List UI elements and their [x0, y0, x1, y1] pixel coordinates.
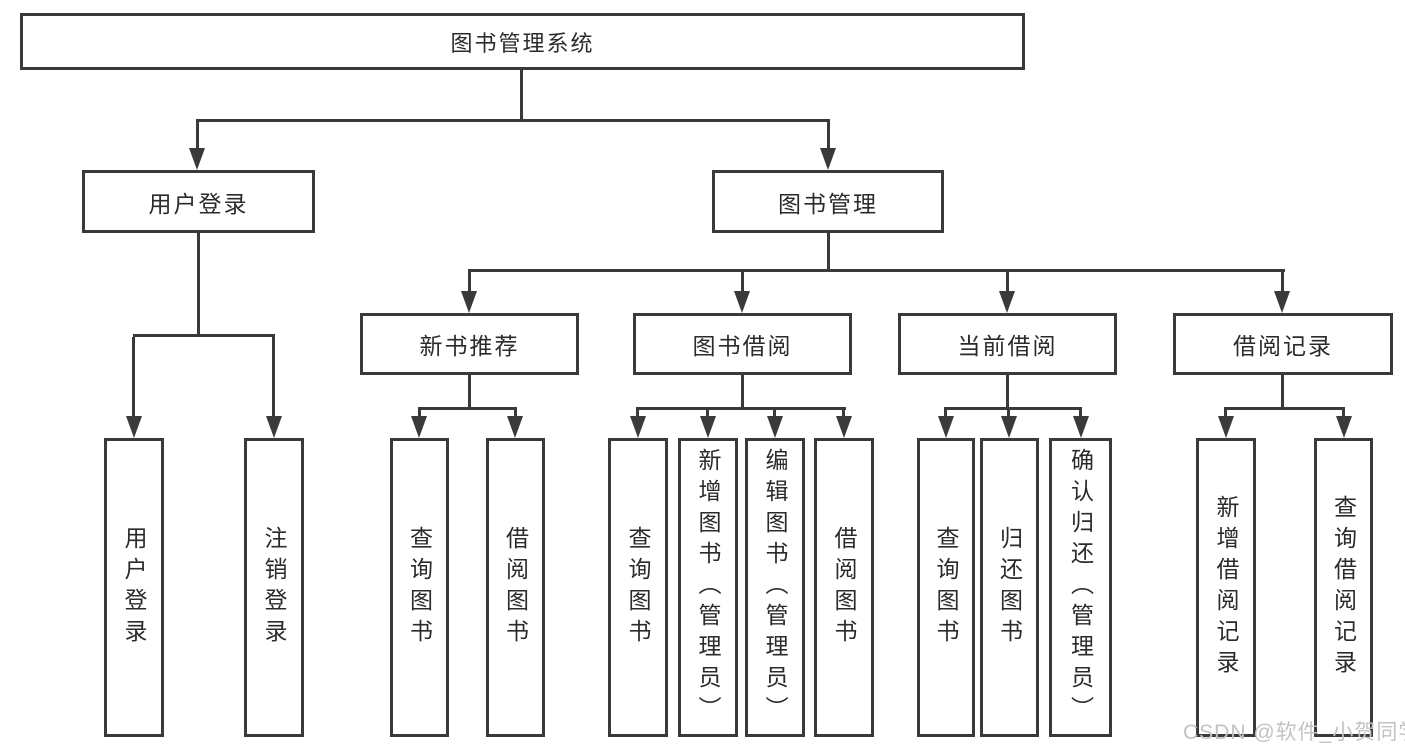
node-label: 查询图书 [933, 525, 959, 650]
arrow-down-icon [507, 416, 523, 438]
arrow-down-icon [700, 416, 716, 438]
arrow-down-icon [411, 416, 427, 438]
connector-line [842, 410, 845, 418]
node-current-borrowing: 当前借阅 [898, 313, 1117, 375]
connector-line [418, 410, 421, 418]
connector-line [773, 410, 776, 418]
connector-line [1224, 410, 1227, 418]
arrow-down-icon [1001, 416, 1017, 438]
arrow-down-icon [1073, 416, 1089, 438]
connector-line [944, 407, 1082, 410]
arrow-down-icon [1336, 416, 1352, 438]
arrow-down-icon [1218, 416, 1234, 438]
connector-line [196, 119, 830, 122]
connector-line [1224, 407, 1345, 410]
connector-line [196, 121, 199, 150]
connector-line [133, 334, 275, 337]
connector-line [741, 375, 744, 410]
connector-line [1281, 375, 1284, 410]
arrow-down-icon [630, 416, 646, 438]
connector-line [741, 272, 744, 293]
arrow-down-icon [461, 291, 477, 313]
node-book-borrowing: 图书借阅 [633, 313, 852, 375]
connector-line [468, 272, 471, 293]
connector-line [944, 410, 947, 418]
node-borrowing-records: 借阅记录 [1173, 313, 1393, 375]
connector-line [1006, 375, 1009, 410]
connector-line [636, 407, 846, 410]
arrow-down-icon [836, 416, 852, 438]
node-label: 当前借阅 [957, 333, 1058, 359]
node-borrow-books-recommend: 借阅图书 [486, 438, 545, 737]
node-book-management: 图书管理 [712, 170, 944, 233]
connector-line [1342, 410, 1345, 418]
node-query-books-current: 查询图书 [917, 438, 975, 737]
connector-line [1079, 410, 1082, 418]
node-label: 确认归还（管理员） [1067, 448, 1094, 727]
connector-line [1006, 272, 1009, 293]
node-edit-books-admin: 编辑图书（管理员） [745, 438, 805, 737]
connector-line [1281, 272, 1284, 293]
arrow-down-icon [126, 416, 142, 438]
node-label: 注销登录 [261, 525, 287, 650]
connector-line [1007, 410, 1010, 418]
node-query-books-recommend: 查询图书 [390, 438, 449, 737]
node-label: 用户登录 [148, 190, 249, 217]
node-label: 查询图书 [625, 525, 651, 650]
node-label: 查询图书 [406, 525, 433, 650]
node-borrow-books: 借阅图书 [814, 438, 874, 737]
arrow-down-icon [938, 416, 954, 438]
node-user-login-leaf: 用户登录 [104, 438, 164, 737]
csdn-watermark: CSDN @软件_小贺同学 [1183, 721, 1405, 744]
node-logout: 注销登录 [244, 438, 304, 737]
arrow-down-icon [820, 148, 836, 170]
node-label: 新书推荐 [419, 333, 520, 359]
connector-line [132, 337, 135, 418]
node-add-borrow-record: 新增借阅记录 [1196, 438, 1256, 737]
connector-line [827, 121, 830, 150]
node-label: 用户登录 [121, 525, 147, 650]
node-new-book-recommendation: 新书推荐 [360, 313, 579, 375]
connector-line [418, 407, 517, 410]
connector-line [706, 410, 709, 418]
node-label: 查询借阅记录 [1330, 494, 1357, 681]
node-label: 新增借阅记录 [1213, 494, 1239, 681]
connector-line [520, 70, 523, 122]
connector-line [468, 375, 471, 410]
arrow-down-icon [266, 416, 282, 438]
connector-line [272, 337, 275, 418]
connector-line [197, 233, 200, 337]
node-user-login: 用户登录 [82, 170, 315, 233]
node-confirm-return-admin: 确认归还（管理员） [1049, 438, 1112, 737]
node-label: 归还图书 [996, 525, 1023, 650]
node-library-management-system: 图书管理系统 [20, 13, 1025, 70]
node-return-books: 归还图书 [980, 438, 1039, 737]
arrow-down-icon [999, 291, 1015, 313]
node-add-books-admin: 新增图书（管理员） [678, 438, 738, 737]
node-label: 借阅图书 [502, 525, 529, 650]
node-label: 借阅记录 [1233, 333, 1333, 359]
connector-line [827, 233, 830, 272]
node-label: 图书管理 [778, 190, 878, 217]
arrow-down-icon [767, 416, 783, 438]
arrow-down-icon [734, 291, 750, 313]
node-query-borrow-record: 查询借阅记录 [1314, 438, 1373, 737]
node-label: 图书管理系统 [450, 30, 595, 56]
node-query-books-borrow: 查询图书 [608, 438, 668, 737]
connector-line [636, 410, 639, 418]
node-label: 新增图书（管理员） [695, 448, 721, 727]
arrow-down-icon [189, 148, 205, 170]
connector-line [514, 410, 517, 418]
node-label: 编辑图书（管理员） [762, 448, 788, 727]
connector-line [468, 269, 1285, 272]
node-label: 图书借阅 [692, 333, 793, 359]
arrow-down-icon [1274, 291, 1290, 313]
node-label: 借阅图书 [831, 525, 857, 650]
